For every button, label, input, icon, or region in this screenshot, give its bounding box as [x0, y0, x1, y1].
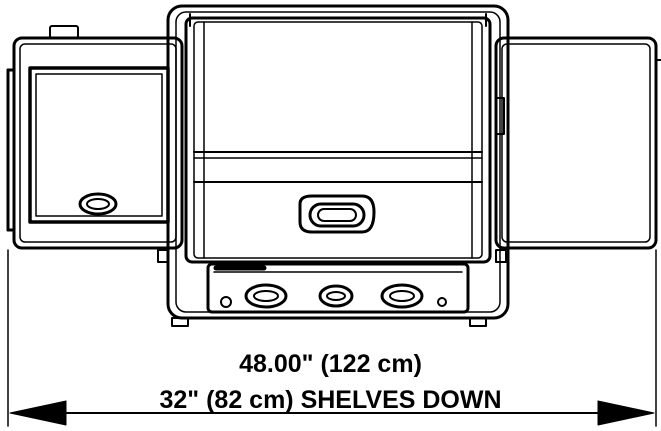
arrow-left-icon — [9, 400, 67, 426]
dimension-extension-lines — [7, 249, 657, 427]
control-panel — [206, 262, 470, 314]
right-side-shelf — [494, 36, 661, 250]
indicator-light-icon — [437, 297, 447, 307]
burner-knob-right — [380, 283, 424, 309]
overall-width-label: 48.00" (122 cm) — [239, 350, 422, 378]
burner-knob-left — [244, 283, 288, 309]
left-side-shelf — [6, 25, 184, 250]
dimension-arrow — [9, 400, 655, 426]
ignitor-button — [220, 296, 232, 308]
arrow-right-icon — [597, 400, 655, 426]
shelves-down-width-label: 32" (82 cm) SHELVES DOWN — [159, 386, 502, 414]
burner-knob-center — [318, 284, 354, 308]
grill-body — [157, 4, 510, 327]
